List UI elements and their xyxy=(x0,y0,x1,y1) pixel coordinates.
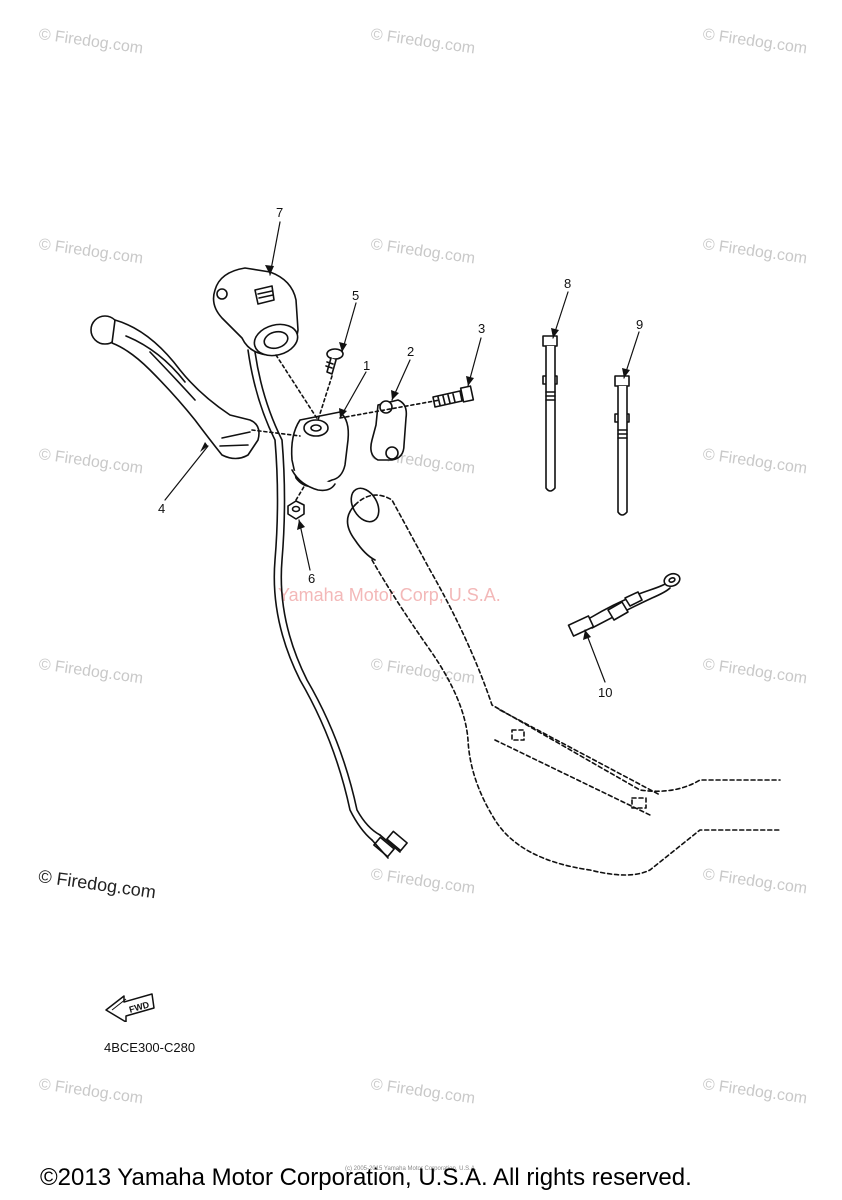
cable-tie-9 xyxy=(614,375,630,516)
callout-7: 7 xyxy=(276,205,284,220)
small-copyright-note: (c) 2005-2015 Yamaha Motor Corporation, … xyxy=(345,1166,477,1172)
callout-10: 10 xyxy=(598,685,613,700)
callout-6: 6 xyxy=(308,571,316,586)
callout-8: 8 xyxy=(564,276,572,291)
cable-tie-8 xyxy=(542,335,558,492)
callout-5: 5 xyxy=(352,288,360,303)
callout-1: 1 xyxy=(363,358,371,373)
handlebar-switch xyxy=(212,267,299,357)
nut-6 xyxy=(287,500,305,520)
handlebar-end xyxy=(346,487,380,561)
copyright-footer: ©2013 Yamaha Motor Corporation, U.S.A. A… xyxy=(40,1164,692,1191)
center-watermark: Yamaha Motor Corp, U.S.A. xyxy=(278,585,501,605)
switch-cable xyxy=(247,349,408,859)
pivot-bolt-5 xyxy=(325,348,344,375)
callout-4: 4 xyxy=(158,501,166,516)
bolt-3 xyxy=(432,385,475,408)
leader-bolt xyxy=(339,399,441,419)
part-code: 4BCE300-C280 xyxy=(104,1040,196,1055)
callout-9: 9 xyxy=(636,317,644,332)
fwd-arrow-icon: FWD xyxy=(105,993,155,1022)
handlebar xyxy=(354,494,781,876)
lead-wire-10 xyxy=(567,572,681,637)
clutch-lever xyxy=(90,315,260,460)
lever-holder xyxy=(290,411,350,492)
callout-3: 3 xyxy=(478,321,486,336)
leader-arrowheads xyxy=(200,265,630,640)
callout-2: 2 xyxy=(407,344,415,359)
